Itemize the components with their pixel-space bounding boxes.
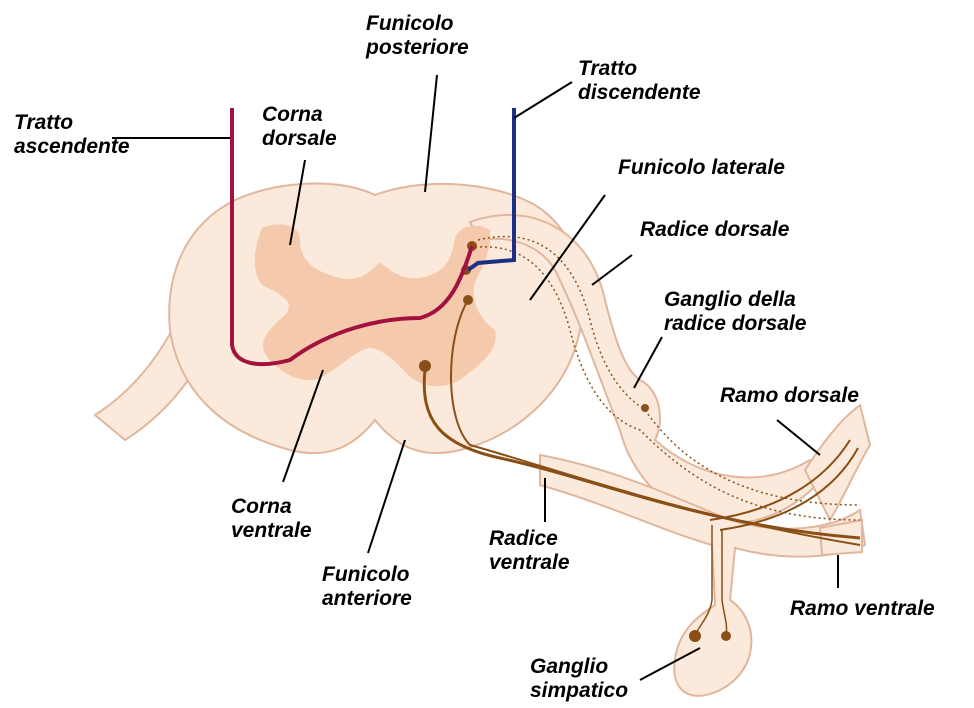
label-ramo-ventrale: Ramo ventrale	[790, 597, 935, 621]
leader-radice-dorsale	[592, 255, 632, 285]
label-ganglio-radice-dorsale-line-1: Ganglio della	[664, 288, 806, 312]
label-ganglio-radice-dorsale-line-2: radice dorsale	[664, 312, 806, 336]
leader-ramo-dorsale	[777, 420, 820, 455]
label-radice-ventrale-line-2: ventrale	[489, 551, 570, 575]
label-corna-ventrale-line-2: ventrale	[231, 519, 312, 543]
label-tratto-discendente-line-1: Tratto	[578, 57, 701, 81]
label-radice-dorsale-line-1: Radice dorsale	[640, 218, 789, 242]
label-ganglio-simpatico: Ganglio simpatico	[530, 655, 628, 703]
label-corna-dorsale-line-1: Corna	[262, 103, 337, 127]
label-funicolo-posteriore-line-1: Funicolo	[366, 12, 469, 36]
label-ganglio-radice-dorsale: Ganglio della radice dorsale	[664, 288, 806, 336]
neuron-sympathetic-soma-1	[689, 630, 701, 642]
label-tratto-ascendente: Tratto ascendente	[14, 111, 130, 159]
label-corna-dorsale-line-2: dorsale	[262, 127, 337, 151]
leader-ganglio-radice-dorsale	[634, 337, 662, 388]
label-funicolo-anteriore-line-1: Funicolo	[322, 563, 412, 587]
label-ramo-ventrale-line-1: Ramo ventrale	[790, 597, 935, 621]
label-funicolo-posteriore-line-2: posteriore	[366, 36, 469, 60]
neuron-motor-soma	[419, 360, 431, 372]
label-radice-ventrale-line-1: Radice	[489, 527, 570, 551]
label-tratto-ascendente-line-2: ascendente	[14, 135, 130, 159]
label-corna-dorsale: Corna dorsale	[262, 103, 337, 151]
label-funicolo-posteriore: Funicolo posteriore	[366, 12, 469, 60]
label-funicolo-laterale: Funicolo laterale	[618, 156, 785, 180]
label-ramo-dorsale-line-1: Ramo dorsale	[720, 384, 859, 408]
label-funicolo-anteriore-line-2: anteriore	[322, 587, 412, 611]
dorsal-ramus	[805, 405, 870, 520]
label-corna-ventrale: Corna ventrale	[231, 495, 312, 543]
label-corna-ventrale-line-1: Corna	[231, 495, 312, 519]
neuron-sympathetic-soma-2	[721, 631, 731, 641]
label-ganglio-simpatico-line-2: simpatico	[530, 679, 628, 703]
label-ramo-dorsale: Ramo dorsale	[720, 384, 859, 408]
leader-tratto-discendente	[514, 82, 572, 118]
leader-funicolo-anteriore	[368, 440, 405, 553]
leader-funicolo-posteriore	[425, 75, 437, 192]
label-tratto-discendente: Tratto discendente	[578, 57, 701, 105]
neuron-dorsal-root-ganglion-soma	[641, 404, 649, 412]
label-tratto-discendente-line-2: discendente	[578, 81, 701, 105]
neuron-interneuron-soma-2	[463, 295, 473, 305]
label-radice-ventrale: Radice ventrale	[489, 527, 570, 575]
label-ganglio-simpatico-line-1: Ganglio	[530, 655, 628, 679]
label-funicolo-laterale-line-1: Funicolo laterale	[618, 156, 785, 180]
label-funicolo-anteriore: Funicolo anteriore	[322, 563, 412, 611]
label-tratto-ascendente-line-1: Tratto	[14, 111, 130, 135]
label-radice-dorsale: Radice dorsale	[640, 218, 789, 242]
